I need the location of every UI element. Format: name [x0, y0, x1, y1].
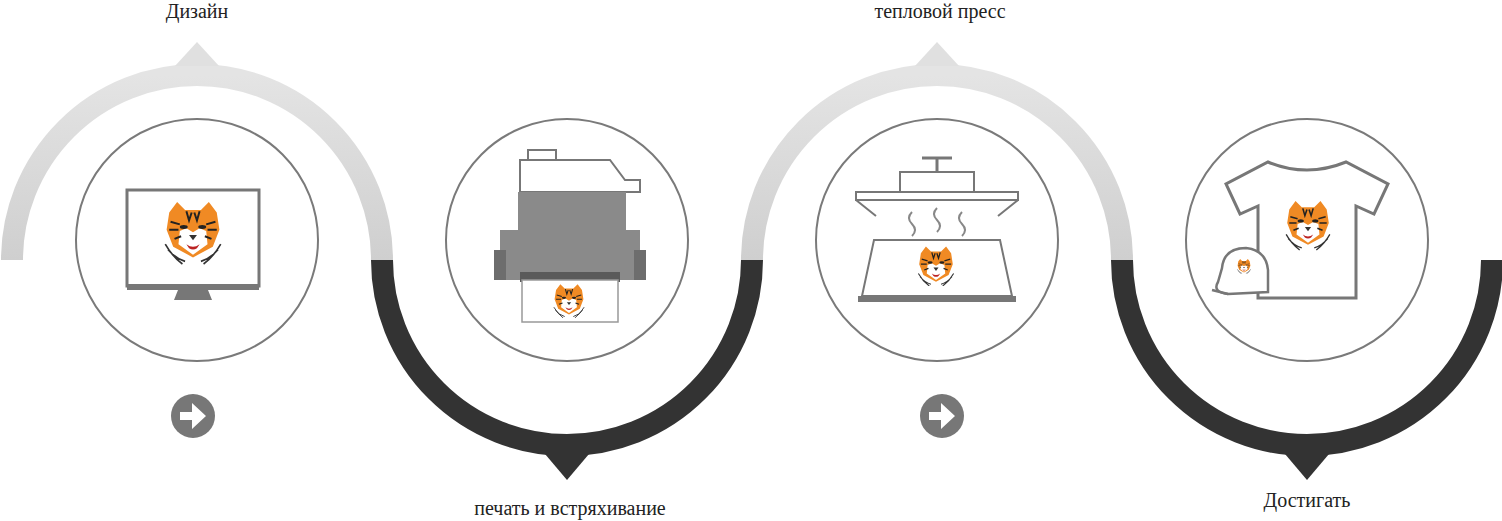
step-title: тепловой пресс [874, 0, 1005, 22]
step-title: печать и встряхивание [474, 497, 666, 519]
step-title: Дизайн [166, 0, 229, 22]
step-title: Достигать [1264, 489, 1351, 511]
